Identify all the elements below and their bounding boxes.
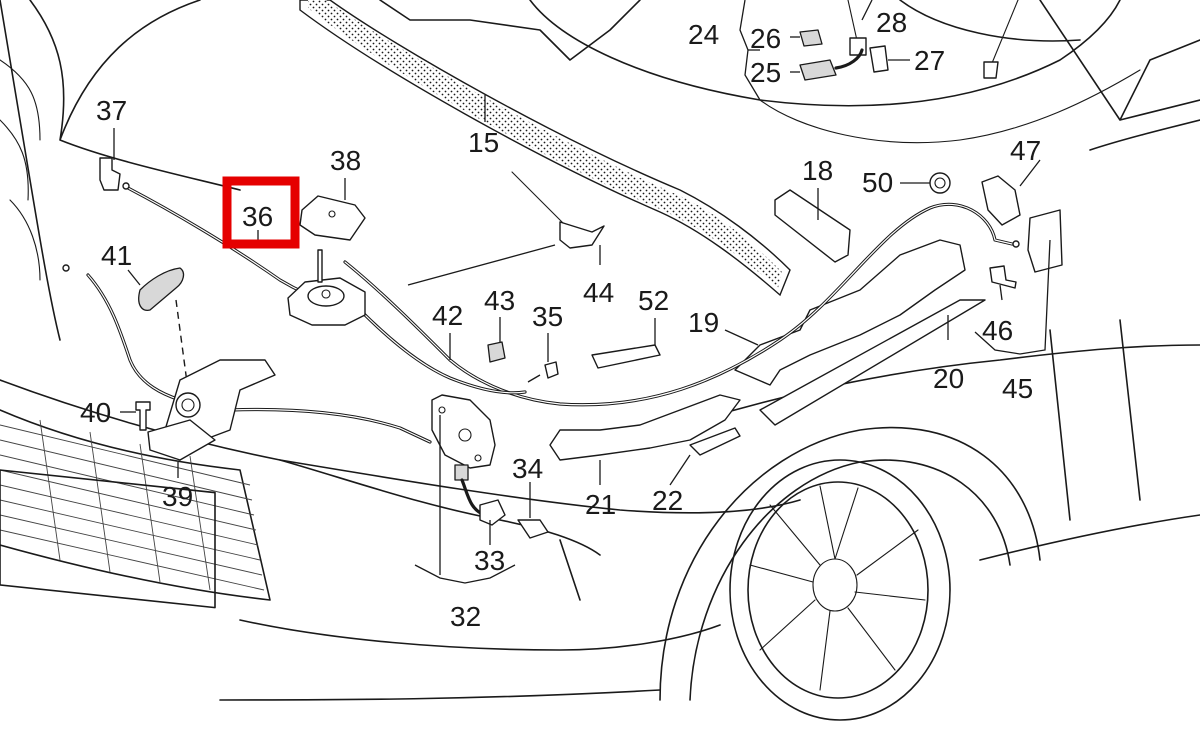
- callout-18: 18: [802, 155, 833, 186]
- part-41-handle: [138, 267, 185, 311]
- callout-38: 38: [330, 145, 361, 176]
- grille-slats: [0, 419, 265, 591]
- car-body: [0, 0, 1200, 721]
- part-33-connector: [454, 464, 469, 481]
- handle-axis: [175, 299, 189, 391]
- callout-20: 20: [933, 363, 964, 394]
- part-38-cover: [299, 195, 366, 241]
- bumper-bottom: [219, 689, 661, 701]
- part-15-hood-seal: [299, 0, 791, 297]
- callout-28: 28: [876, 7, 907, 38]
- callout-34: 34: [512, 453, 543, 484]
- callout-33: 33: [474, 545, 505, 576]
- part-40-screw: [135, 401, 151, 431]
- bumper-lower: [239, 619, 721, 651]
- callout-44: 44: [583, 277, 614, 308]
- callout-41: 41: [101, 240, 132, 271]
- callout-labels: 37 38 36 41 40 39 15 42 43 35 52 44 19 1…: [80, 7, 1041, 632]
- callout-46: 46: [982, 315, 1013, 346]
- part-43-switch: [487, 341, 506, 363]
- leader-lines: [113, 0, 1051, 584]
- callout-25: 25: [750, 57, 781, 88]
- license-plate-area: [0, 469, 216, 609]
- callout-37: 37: [96, 95, 127, 126]
- part-18-support: [774, 189, 851, 263]
- highlight-box-36: [222, 176, 300, 249]
- callout-26: 26: [750, 23, 781, 54]
- callout-40: 40: [80, 397, 111, 428]
- part-20-seal-strip: [759, 299, 986, 426]
- sensor-wire: [834, 48, 864, 70]
- callout-35: 35: [532, 301, 563, 332]
- grille-frame: [0, 409, 271, 601]
- callout-21: 21: [585, 489, 616, 520]
- callout-32: 32: [450, 601, 481, 632]
- callout-42: 42: [432, 300, 463, 331]
- callout-15: 15: [468, 127, 499, 158]
- gas-strut: [989, 0, 1019, 69]
- callout-39: 39: [162, 481, 193, 512]
- part-44-tie: [511, 171, 605, 249]
- part-28-strut-end: [849, 37, 867, 56]
- part-25-sensor: [799, 59, 837, 81]
- part-44-dash: [407, 244, 556, 286]
- callout-19: 19: [688, 307, 719, 338]
- bumper-top: [0, 379, 801, 514]
- callout-36: 36: [242, 201, 273, 232]
- wheel-arch-inner: [689, 459, 1011, 701]
- callout-43: 43: [484, 285, 515, 316]
- door-line: [1049, 319, 1141, 521]
- gas-strut-end: [983, 61, 999, 79]
- part-45-hinge: [1027, 209, 1063, 273]
- part-33-plug: [479, 499, 506, 526]
- part-35-screw: [527, 361, 559, 383]
- fender-top: [1089, 119, 1200, 151]
- part-27-holder: [869, 45, 889, 73]
- part-52-bracket: [591, 344, 661, 369]
- callout-22: 22: [652, 485, 683, 516]
- hood-trim-line: [759, 69, 1141, 144]
- part-42-lock: [431, 394, 496, 469]
- callout-52: 52: [638, 285, 669, 316]
- part-34-clip: [517, 519, 549, 539]
- windshield-edge: [529, 0, 1121, 107]
- callout-24: 24: [688, 19, 719, 50]
- callout-50: 50: [862, 167, 893, 198]
- callout-47: 47: [1010, 135, 1041, 166]
- front-wheel: [729, 459, 951, 721]
- callout-27: 27: [914, 45, 945, 76]
- part-22-clip: [689, 427, 741, 456]
- sill-line: [979, 514, 1200, 561]
- part-37-clip: [99, 157, 121, 191]
- engine-bay-detail-left: [0, 59, 41, 281]
- wheel-arch: [659, 426, 1041, 701]
- part-39-bracket: [147, 359, 276, 461]
- cover-hole: [328, 210, 336, 218]
- part-46-screw: [989, 265, 1017, 289]
- front-left-corner: [0, 0, 61, 341]
- headlight: [279, 459, 601, 601]
- hood-rear-edge: [899, 0, 1081, 42]
- hood-inner-panel: [379, 0, 641, 61]
- part-47-buffer: [981, 175, 1021, 226]
- part-26-clip: [799, 29, 823, 47]
- hood-outline: [29, 0, 241, 191]
- part-21-guide: [549, 394, 741, 461]
- part-50-grommet: [929, 172, 951, 194]
- callout-45: 45: [1002, 373, 1033, 404]
- a-pillar: [1039, 0, 1200, 121]
- part-36-lever-assembly: [287, 249, 366, 326]
